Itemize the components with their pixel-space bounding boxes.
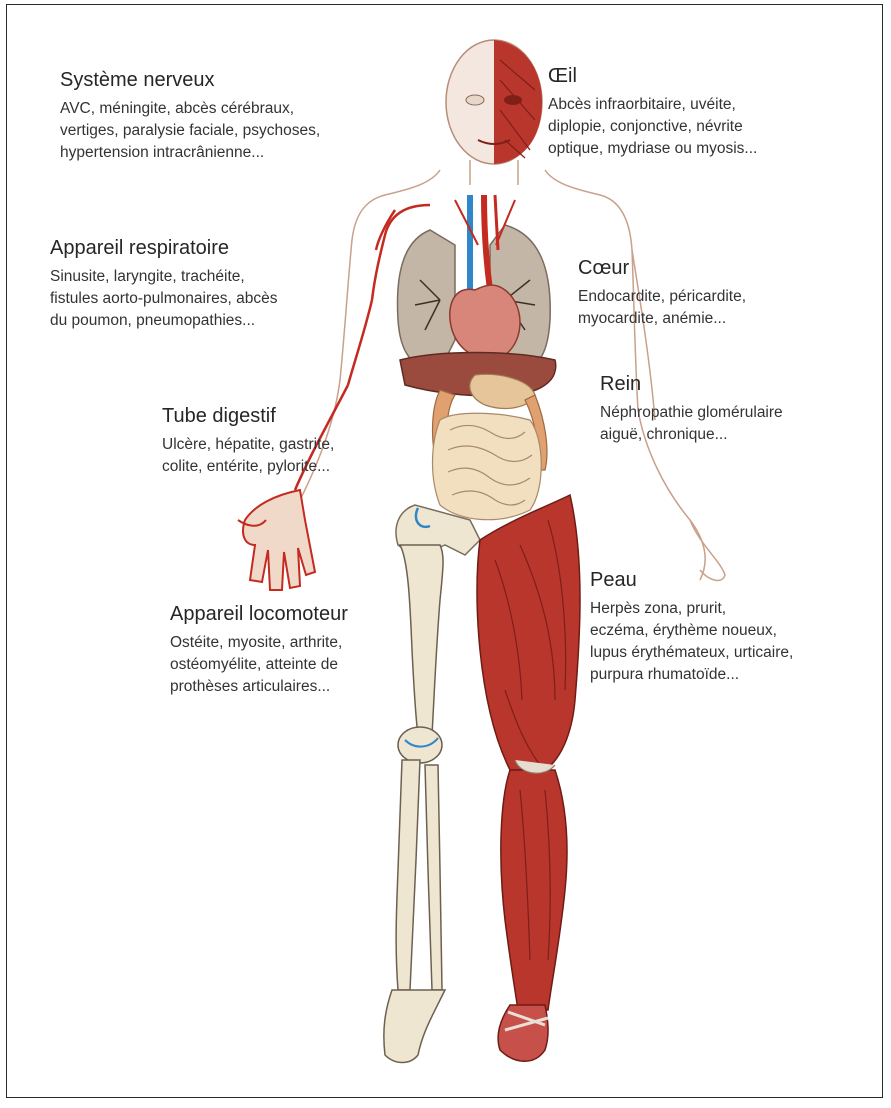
- label-desc-line: lupus érythémateux, urticaire,: [590, 642, 793, 664]
- label-eye: Œil Abcès infraorbitaire, uvéite, diplop…: [548, 64, 757, 160]
- label-desc-line: Abcès infraorbitaire, uvéite,: [548, 94, 757, 116]
- left-hand: [243, 490, 315, 590]
- label-kidney: Rein Néphropathie glomérulaire aiguë, ch…: [600, 372, 783, 446]
- label-title: Cœur: [578, 256, 746, 280]
- label-desc-line: Endocardite, péricardite,: [578, 286, 746, 308]
- heart: [450, 285, 520, 359]
- label-desc-line: Ostéite, myosite, arthrite,: [170, 632, 348, 654]
- label-respiratory-system: Appareil respiratoire Sinusite, laryngit…: [50, 236, 277, 332]
- label-desc-line: myocardite, anémie...: [578, 308, 746, 330]
- label-desc-line: diplopie, conjonctive, névrite: [548, 116, 757, 138]
- label-locomotor-system: Appareil locomoteur Ostéite, myosite, ar…: [170, 602, 348, 698]
- label-desc-line: colite, entérite, pylorite...: [162, 456, 334, 478]
- label-nervous-system: Système nerveux AVC, méningite, abcès cé…: [60, 68, 320, 164]
- label-title: Œil: [548, 64, 757, 88]
- small-intestine: [433, 413, 542, 519]
- label-title: Tube digestif: [162, 404, 334, 428]
- label-desc-line: hypertension intracrânienne...: [60, 142, 320, 164]
- label-skin: Peau Herpès zona, prurit, eczéma, érythè…: [590, 568, 793, 686]
- label-desc-line: optique, mydriase ou myosis...: [548, 138, 757, 160]
- label-desc-line: vertiges, paralysie faciale, psychoses,: [60, 120, 320, 142]
- label-desc-line: fistules aorto-pulmonaires, abcès: [50, 288, 277, 310]
- label-heart: Cœur Endocardite, péricardite, myocardit…: [578, 256, 746, 330]
- label-title: Rein: [600, 372, 783, 396]
- label-desc-line: Sinusite, laryngite, trachéite,: [50, 266, 277, 288]
- label-desc-line: Néphropathie glomérulaire: [600, 402, 783, 424]
- label-desc-line: purpura rhumatoïde...: [590, 664, 793, 686]
- right-leg-muscles: [477, 495, 580, 1061]
- label-desc-line: eczéma, érythème noueux,: [590, 620, 793, 642]
- label-title: Système nerveux: [60, 68, 320, 92]
- label-desc-line: Herpès zona, prurit,: [590, 598, 793, 620]
- label-digestive-tract: Tube digestif Ulcère, hépatite, gastrite…: [162, 404, 334, 478]
- label-title: Peau: [590, 568, 793, 592]
- left-leg-bones: [384, 545, 445, 1063]
- head: [446, 40, 542, 185]
- label-desc-line: AVC, méningite, abcès cérébraux,: [60, 98, 320, 120]
- label-desc-line: Ulcère, hépatite, gastrite,: [162, 434, 334, 456]
- label-desc-line: ostéomyélite, atteinte de: [170, 654, 348, 676]
- label-desc-line: du poumon, pneumopathies...: [50, 310, 277, 332]
- label-title: Appareil respiratoire: [50, 236, 277, 260]
- label-desc-line: aiguë, chronique...: [600, 424, 783, 446]
- label-desc-line: prothèses articulaires...: [170, 676, 348, 698]
- label-title: Appareil locomoteur: [170, 602, 348, 626]
